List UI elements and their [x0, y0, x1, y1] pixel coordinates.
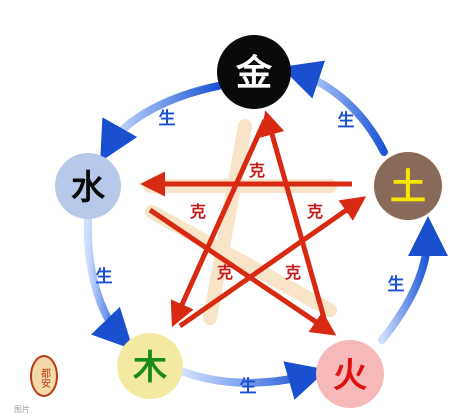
generating-labels: 生 生 生 生 生	[96, 108, 405, 397]
earth-circle	[374, 152, 442, 220]
label-generating-2: 生	[338, 110, 355, 131]
watermark: 图片	[14, 404, 30, 414]
generating-cycle	[83, 60, 448, 400]
element-earth: 土	[374, 152, 442, 220]
label-overcoming-4: 克	[217, 263, 233, 282]
earth-char: 土	[390, 167, 426, 208]
arrow-metal-to-water	[100, 82, 222, 162]
wood-char: 木	[132, 348, 167, 388]
arrow-wood-to-fire	[180, 361, 328, 400]
seal-text: 都安	[39, 368, 51, 389]
arrow-wood-to-earth	[178, 196, 367, 329]
label-generating-1: 生	[159, 108, 176, 129]
overcoming-star	[140, 110, 367, 336]
label-overcoming-3: 克	[307, 202, 323, 221]
arrow-fire-to-metal	[260, 110, 327, 319]
arrow-water-to-fire	[148, 207, 337, 336]
overcoming-labels: 克 克 克 克 克	[190, 161, 323, 282]
fire-char: 火	[333, 356, 367, 396]
metal-char: 金	[235, 52, 273, 94]
label-generating-4: 生	[388, 274, 405, 295]
fire-circle	[316, 340, 384, 408]
label-overcoming-2: 克	[190, 202, 206, 221]
arrow-earth-to-metal	[280, 60, 388, 156]
element-fire: 火	[316, 340, 384, 408]
element-wood: 木	[117, 333, 183, 399]
element-metal: 金	[217, 35, 291, 109]
arrow-fire-to-earth	[378, 216, 448, 344]
label-overcoming-5: 克	[285, 263, 301, 282]
arrow-water-to-wood	[83, 214, 134, 350]
seal-stamp: 都安	[30, 355, 58, 397]
water-circle	[55, 153, 121, 219]
arrow-metal-to-wood	[170, 118, 268, 328]
water-char: 水	[71, 168, 106, 208]
wood-circle	[117, 333, 183, 399]
label-generating-3: 生	[96, 266, 113, 287]
metal-circle	[217, 35, 291, 109]
element-water: 水	[55, 153, 121, 219]
label-overcoming-1: 克	[249, 161, 265, 180]
label-generating-5: 生	[240, 376, 257, 397]
